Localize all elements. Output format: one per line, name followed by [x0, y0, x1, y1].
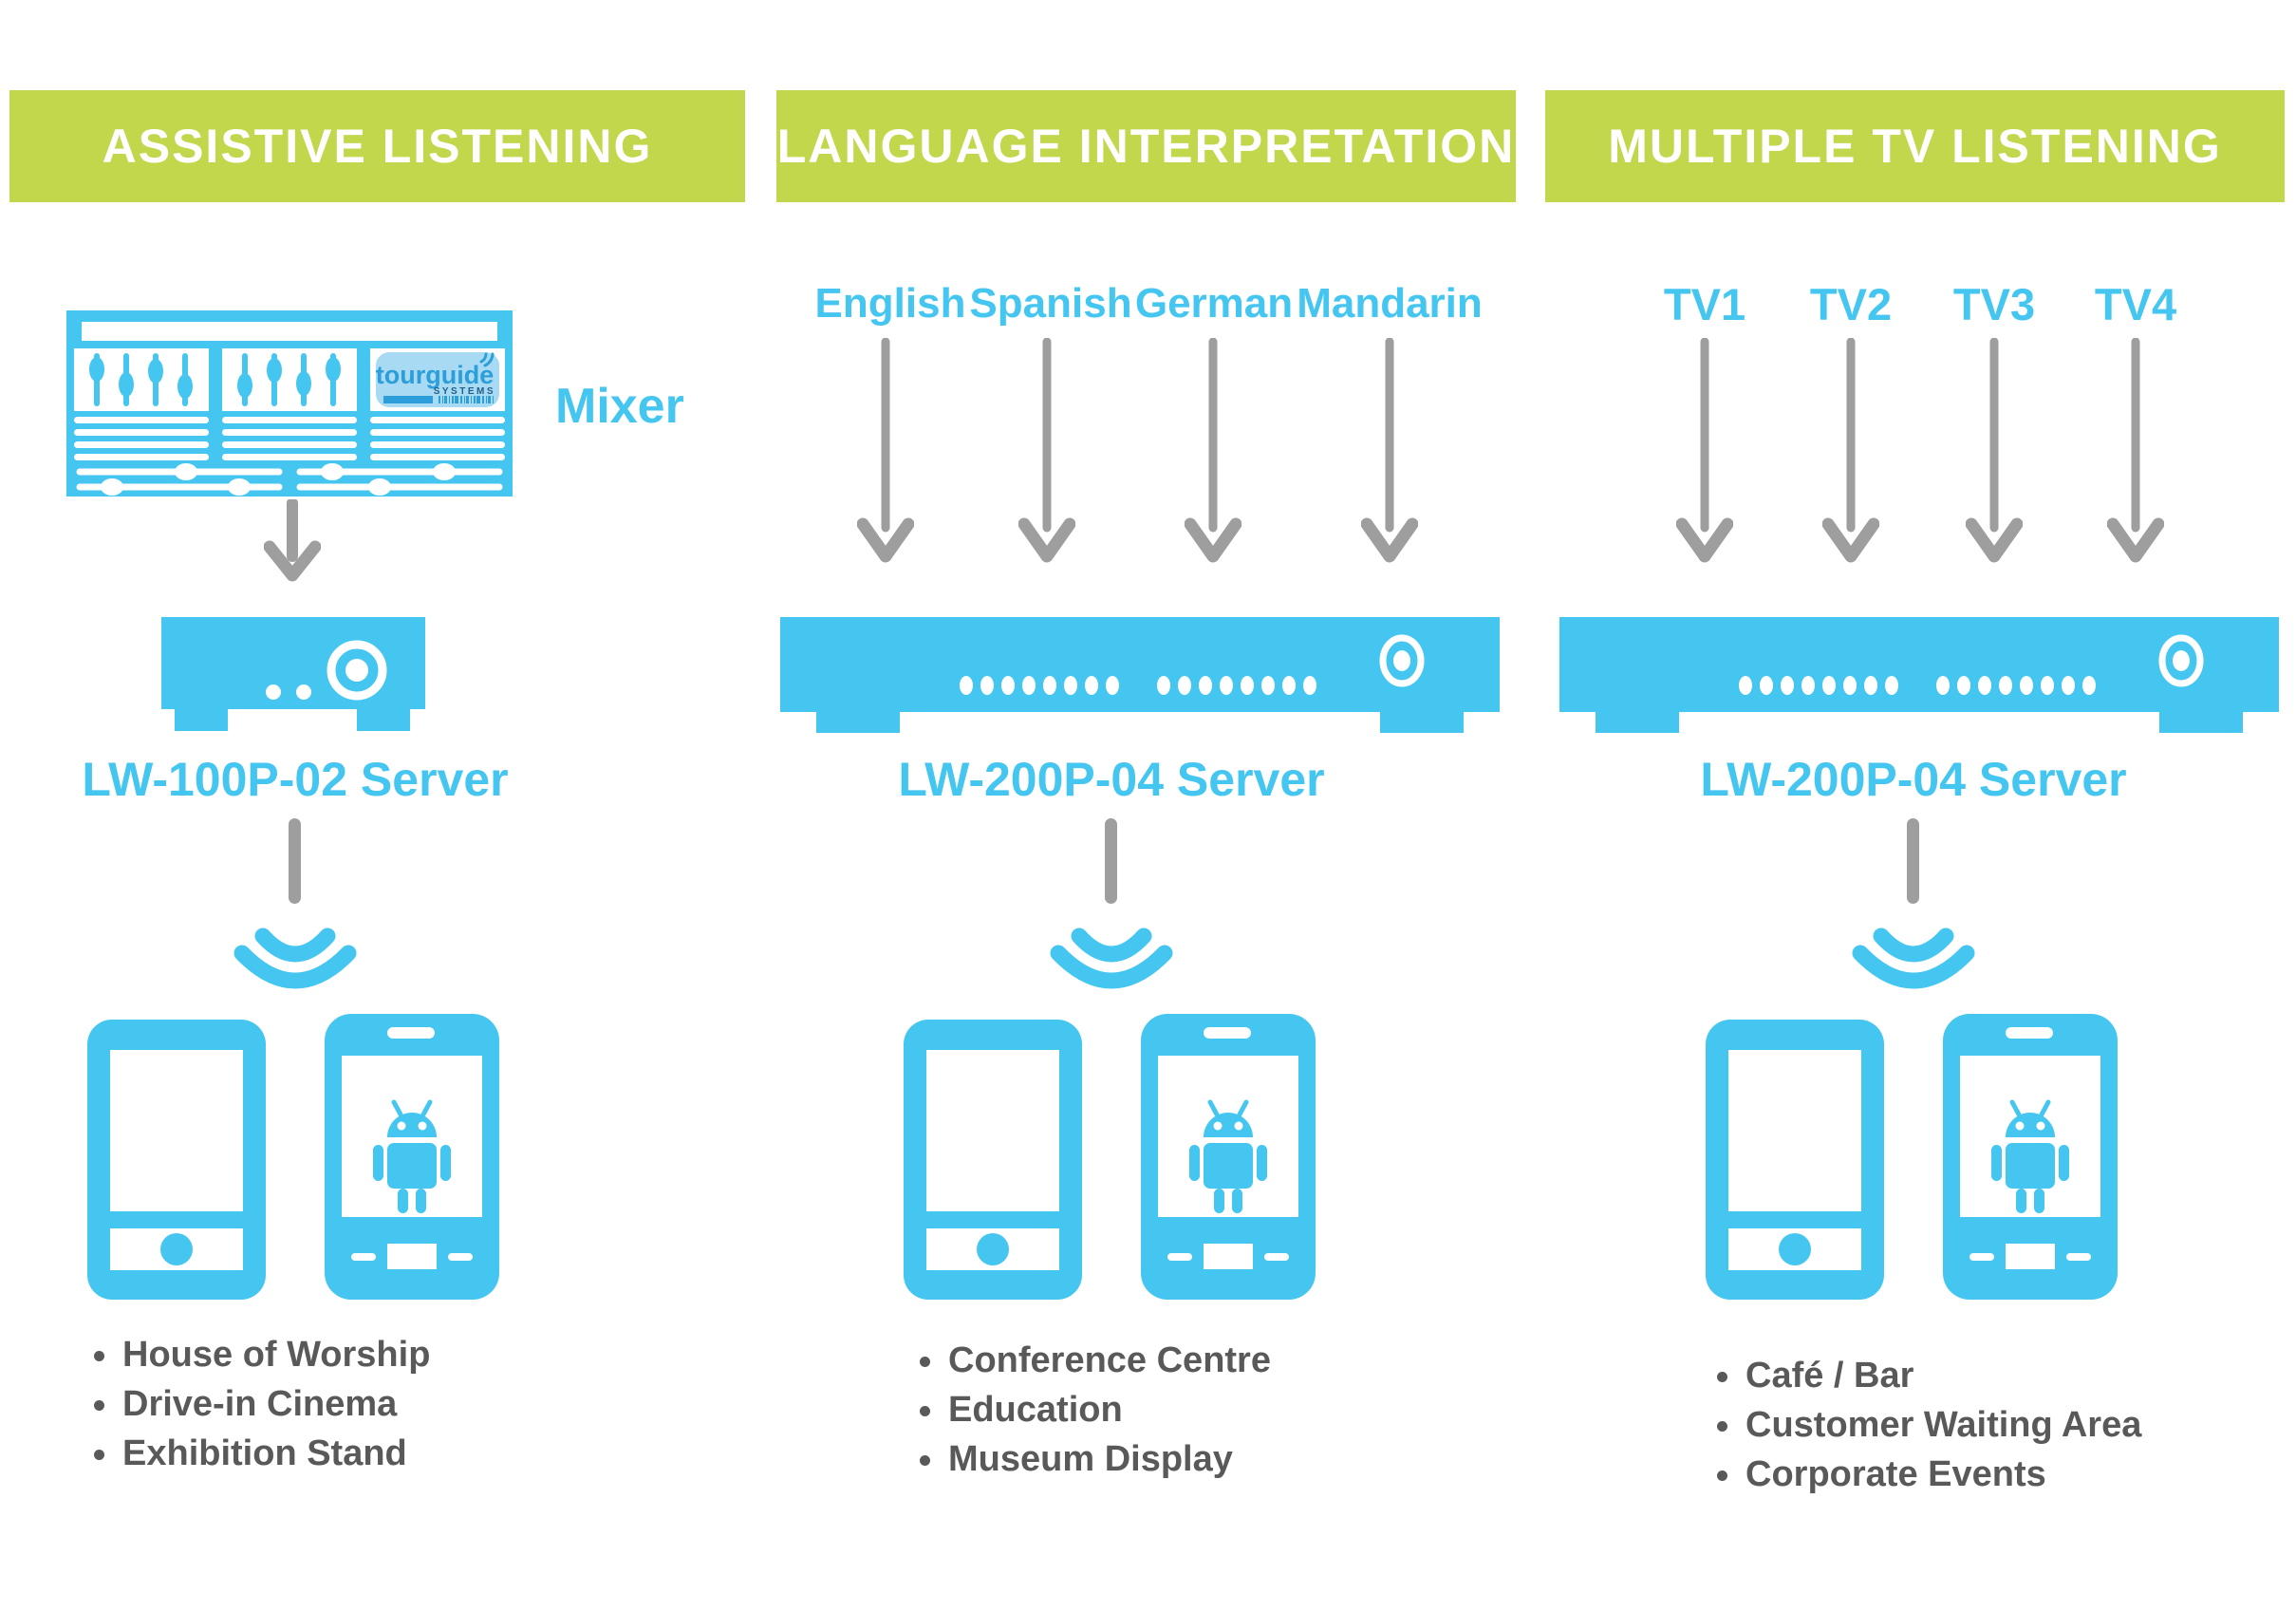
server-label: LW-200P-04 Server	[898, 753, 1325, 806]
arrow-down-icon	[857, 338, 914, 563]
arrow-down-icon	[1018, 338, 1075, 563]
arrow-down-icon	[1185, 338, 1241, 563]
use-case-item: Exhibition Stand	[90, 1434, 430, 1473]
use-case-item: Museum Display	[916, 1440, 1271, 1479]
use-case-item: Education	[916, 1391, 1271, 1430]
hslider-knobs	[101, 463, 456, 496]
arrow-down-icon	[1361, 338, 1418, 563]
column-header-multiple-tv-listening: MULTIPLE TV LISTENING	[1545, 90, 2285, 202]
server-label: LW-100P-02 Server	[82, 753, 509, 806]
server-icon-lw100p	[161, 617, 425, 731]
arrow-down-icon	[1966, 338, 2023, 563]
connector-line	[1907, 818, 1919, 904]
arrow-down-icon	[1822, 338, 1879, 563]
phones-icon	[87, 1014, 499, 1300]
arrow-down-icon	[2107, 338, 2164, 563]
use-case-item: Conference Centre	[916, 1341, 1271, 1380]
home-button	[977, 1233, 1009, 1265]
phones-icon	[904, 1014, 1316, 1300]
tourguide-logo: tourguide SYSTEMS	[376, 352, 499, 407]
use-case-item: Corporate Events	[1713, 1455, 2141, 1494]
input-label-tv2: TV2	[1809, 279, 1893, 329]
mixer-label: Mixer	[555, 379, 684, 434]
column-header-assistive-listening: ASSISTIVE LISTENING	[9, 90, 745, 202]
use-case-item: House of Worship	[90, 1336, 430, 1375]
server-icon-lw200p	[780, 617, 1500, 733]
input-label-mandarin: Mandarin	[1297, 280, 1483, 327]
use-case-list: House of Worship Drive-in Cinema Exhibit…	[90, 1336, 430, 1485]
mixer-icon: tourguide SYSTEMS	[66, 310, 513, 496]
use-case-list: Conference Centre Education Museum Displ…	[916, 1341, 1271, 1490]
android-icon	[1189, 1099, 1267, 1213]
logo-sub-text: SYSTEMS	[434, 386, 495, 397]
arrow-down-icon	[264, 499, 321, 582]
wifi-broadcast-icon	[1852, 927, 1975, 989]
use-case-item: Café / Bar	[1713, 1357, 2141, 1396]
fader-knobs	[89, 357, 341, 399]
server-label: LW-200P-04 Server	[1700, 753, 2127, 806]
wifi-broadcast-icon	[233, 927, 357, 989]
input-label-german: German	[1134, 280, 1294, 327]
logo-brand-text: tourguide	[376, 361, 494, 389]
input-label-tv1: TV1	[1663, 279, 1746, 329]
android-icon	[1991, 1099, 2069, 1213]
column-header-language-interpretation: LANGUAGE INTERPRETATION	[776, 90, 1516, 202]
logo-wifi-icon	[479, 352, 495, 367]
use-case-list: Café / Bar Customer Waiting Area Corpora…	[1713, 1357, 2141, 1506]
server-icon-lw200p	[1559, 617, 2279, 733]
connector-line	[1105, 818, 1117, 904]
input-label-english: English	[814, 280, 966, 327]
wifi-broadcast-icon	[1050, 927, 1173, 989]
home-button	[160, 1233, 193, 1265]
phones-icon	[1706, 1014, 2118, 1300]
android-icon	[373, 1099, 451, 1213]
home-button	[1779, 1233, 1811, 1265]
use-case-item: Drive-in Cinema	[90, 1385, 430, 1424]
input-label-tv4: TV4	[2094, 279, 2177, 329]
input-label-tv3: TV3	[1952, 279, 2036, 329]
arrow-down-icon	[1676, 338, 1733, 563]
input-label-spanish: Spanish	[969, 280, 1132, 327]
connector-line	[289, 818, 301, 904]
use-case-item: Customer Waiting Area	[1713, 1406, 2141, 1445]
